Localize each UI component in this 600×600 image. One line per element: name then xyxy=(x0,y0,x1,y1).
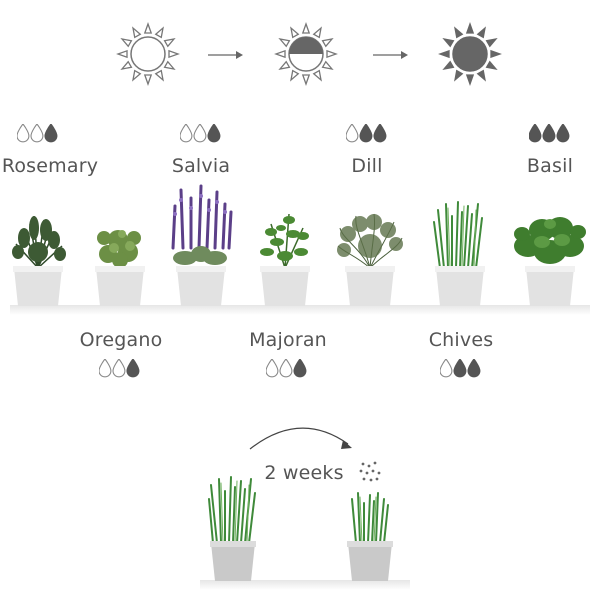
sun-ray xyxy=(442,38,455,48)
arrow-right-icon xyxy=(208,51,243,59)
sun-ray xyxy=(278,60,291,70)
water-drop-filled-icon xyxy=(293,359,307,378)
water-drop-filled-icon xyxy=(453,359,467,378)
sun-ray xyxy=(312,69,322,82)
sun-ray xyxy=(465,74,475,86)
sun-ray xyxy=(312,26,322,39)
water-drop-filled-icon xyxy=(542,124,556,143)
sun-ray xyxy=(326,49,338,59)
herb-label-oregano: Oregano xyxy=(79,329,163,351)
water-drop-empty-icon xyxy=(17,124,30,143)
water-drop-empty-icon xyxy=(440,359,453,378)
sun-full-icon xyxy=(438,22,502,86)
herb-label-salvia: Salvia xyxy=(171,155,231,177)
sun-ray xyxy=(154,69,164,82)
water-drop-empty-icon xyxy=(266,359,279,378)
sun-ray xyxy=(465,22,475,34)
arrow-right-icon xyxy=(373,51,408,59)
sun-ray xyxy=(132,26,142,39)
sun-ray xyxy=(476,26,486,39)
sun-ray xyxy=(476,69,486,82)
water-drops-basil xyxy=(529,124,571,146)
sun-ray xyxy=(301,22,311,34)
water-drop-empty-icon xyxy=(193,124,207,143)
water-drop-filled-icon xyxy=(467,359,481,378)
water-drop-empty-icon xyxy=(346,124,359,143)
sun-ray xyxy=(454,69,464,82)
sun-ray xyxy=(120,38,133,48)
sun-ray xyxy=(132,69,142,82)
water-drop-empty-icon xyxy=(279,359,293,378)
plant-majoran xyxy=(260,213,310,306)
water-drop-empty-icon xyxy=(180,124,193,143)
sun-ray xyxy=(278,38,291,48)
sun-ray xyxy=(321,60,334,70)
water-drop-filled-icon xyxy=(207,124,221,143)
water-drop-filled-icon xyxy=(529,124,542,143)
sun-ray xyxy=(485,60,498,70)
sun-progression xyxy=(0,0,600,100)
sun-ray xyxy=(154,26,164,39)
water-drops-oregano xyxy=(99,359,141,381)
water-drop-empty-icon xyxy=(99,359,112,378)
sun-ray xyxy=(490,49,502,59)
water-drops-dill xyxy=(346,124,388,146)
seeds-icon xyxy=(359,461,381,482)
sun-ray xyxy=(143,22,153,34)
water-drop-empty-icon xyxy=(30,124,44,143)
water-drop-filled-icon xyxy=(126,359,140,378)
plant-chives-full xyxy=(208,476,256,581)
sun-ray xyxy=(438,49,450,59)
herb-label-dill: Dill xyxy=(351,155,383,177)
plant-dill xyxy=(337,213,403,306)
water-drops-salvia xyxy=(180,124,222,146)
water-drops-majoran xyxy=(266,359,308,381)
sun-ray xyxy=(290,26,300,39)
plant-chives xyxy=(433,201,485,306)
sun-ray xyxy=(274,49,286,59)
sun-ray xyxy=(116,49,128,59)
sun-ray xyxy=(143,74,153,86)
sun-ray xyxy=(163,60,176,70)
water-drop-filled-icon xyxy=(44,124,58,143)
regrowth-duration-label: 2 weeks xyxy=(264,462,344,484)
sun-half-icon xyxy=(274,22,338,86)
sun-empty-icon xyxy=(116,22,180,86)
herb-label-chives: Chives xyxy=(428,329,494,351)
sun-ray xyxy=(168,49,180,59)
sun-ray xyxy=(301,74,311,86)
water-drops-rosemary xyxy=(17,124,59,146)
plant-row xyxy=(12,184,586,306)
sun-ray xyxy=(485,38,498,48)
regrowth-shelf-shadow xyxy=(200,580,410,590)
sun-ray xyxy=(442,60,455,70)
shelf-shadow xyxy=(10,305,590,315)
herb-label-majoran: Majoran xyxy=(249,329,327,351)
herb-label-basil: Basil xyxy=(526,155,574,177)
sun-ray xyxy=(321,38,334,48)
plant-salvia xyxy=(171,184,233,306)
sun-ray xyxy=(290,69,300,82)
plant-oregano xyxy=(95,230,145,306)
sun-ray xyxy=(163,38,176,48)
water-drop-empty-icon xyxy=(112,359,126,378)
sun-ray xyxy=(120,60,133,70)
plant-rosemary xyxy=(12,215,66,306)
water-drop-filled-icon xyxy=(373,124,387,143)
water-drop-filled-icon xyxy=(556,124,570,143)
plant-chives-regrown xyxy=(347,492,393,581)
herb-label-rosemary: Rosemary xyxy=(1,155,99,177)
plant-basil xyxy=(514,217,586,306)
water-drop-filled-icon xyxy=(359,124,373,143)
sun-ray xyxy=(454,26,464,39)
water-drops-chives xyxy=(440,359,482,381)
